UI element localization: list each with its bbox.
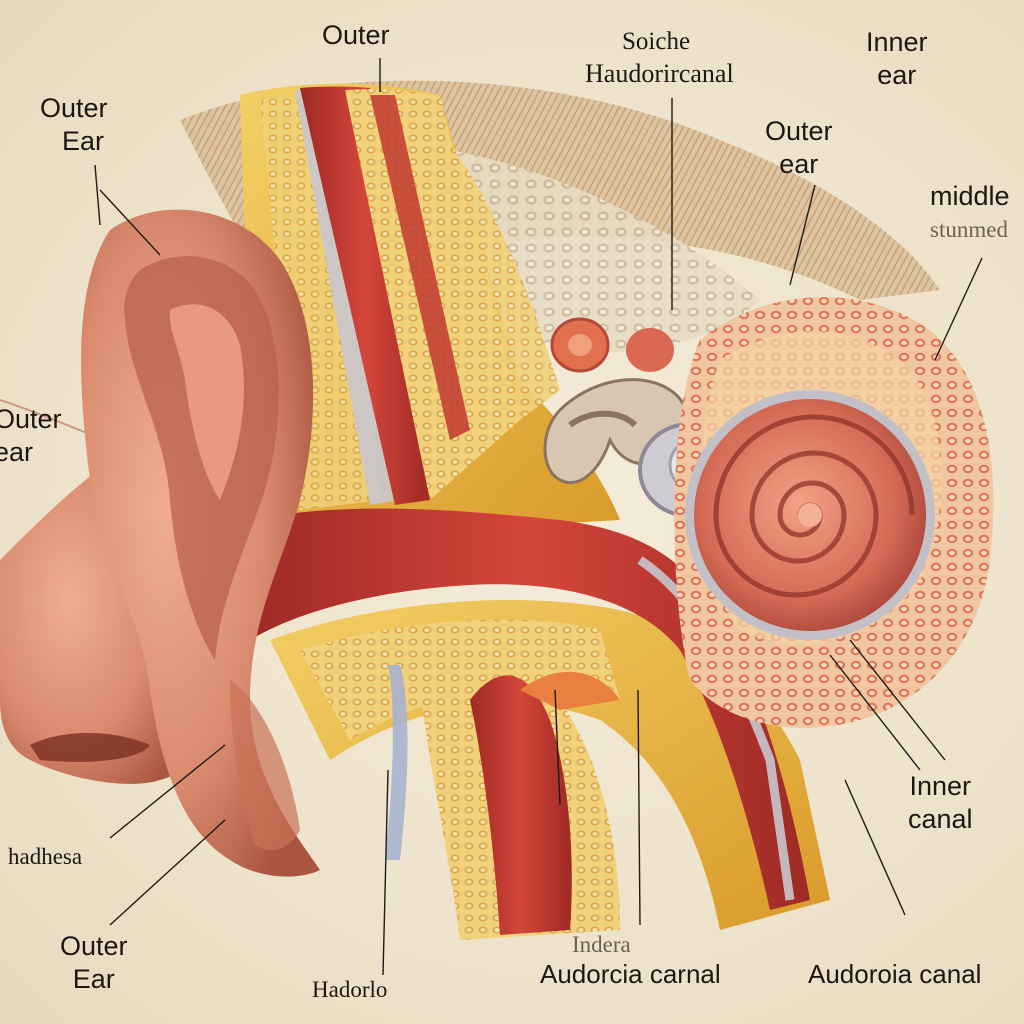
leader-hadorlo: [382, 769, 389, 976]
label-outer-ear-bottom-left-line1: Outer: [60, 931, 128, 961]
label-hadhesa: hadhesa: [8, 840, 82, 873]
label-soiche-text: Soiche: [622, 28, 691, 55]
label-outer-ear-top-left: Outer Ear: [40, 92, 108, 158]
label-outer-ear-mid-line1: Outer: [765, 116, 833, 146]
label-inner-ear-line2: ear: [877, 60, 917, 90]
label-outer-ear-left-line1: Outer: [0, 404, 62, 434]
leader-outer-ear-tl-a: [94, 164, 101, 226]
label-outer-top: Outer: [322, 19, 390, 52]
label-indera: Indera: [572, 928, 631, 961]
leader-outer-ear-mid: [789, 184, 816, 286]
leader-middle: [934, 257, 983, 361]
leader-indera-b: [554, 689, 561, 806]
leader-outer-ear-tl-b: [99, 189, 161, 256]
leader-hadhesa: [109, 744, 226, 839]
label-audoroia-canal: Audoroia canal: [808, 958, 981, 991]
leader-inner-canal-a: [849, 639, 946, 761]
label-audoroia-canal-text: Audoroia canal: [808, 959, 982, 989]
label-audorcia-canal: Audorcia carnal: [540, 958, 721, 991]
label-middle-line1: middle: [930, 181, 1010, 211]
label-haudorircanal: Haudorircanal: [585, 58, 734, 90]
label-middle: middle stunmed: [930, 180, 1010, 246]
label-inner-ear-line1: Inner: [866, 27, 928, 57]
label-outer-ear-bottom-left: Outer Ear: [60, 930, 128, 996]
leader-outer-ear-bl: [109, 819, 226, 926]
leader-audoroia: [844, 779, 906, 916]
label-outer-ear-top-left-line2: Ear: [62, 126, 105, 156]
leader-indera: [637, 689, 641, 926]
label-outer-ear-left: Outer ear: [0, 403, 62, 469]
label-soiche: Soiche: [622, 27, 690, 57]
label-audorcia-canal-text: Audorcia carnal: [540, 959, 721, 989]
label-inner-canal-line1: Inner: [909, 771, 972, 801]
label-haudorircanal-text: Haudorircanal: [585, 59, 734, 88]
label-outer-ear-mid: Outer ear: [765, 115, 833, 181]
label-hadorlo: Hadorlo: [312, 973, 387, 1006]
label-inner-ear: Inner ear: [866, 26, 928, 92]
label-outer-ear-top-left-line1: Outer: [40, 93, 108, 123]
label-inner-canal-line2: canal: [908, 804, 973, 834]
label-outer-top-text: Outer: [322, 20, 390, 50]
label-hadorlo-text: Hadorlo: [312, 977, 388, 1002]
label-inner-canal: Inner canal: [908, 770, 973, 836]
label-middle-line2: stunmed: [930, 217, 1008, 242]
label-outer-ear-mid-line2: ear: [779, 149, 819, 179]
label-indera-text: Indera: [572, 932, 631, 957]
leader-inner-canal-b: [829, 654, 921, 771]
label-hadhesa-text: hadhesa: [8, 844, 83, 869]
label-outer-ear-bottom-left-line2: Ear: [72, 964, 115, 994]
label-outer-ear-left-line2: ear: [0, 437, 34, 467]
